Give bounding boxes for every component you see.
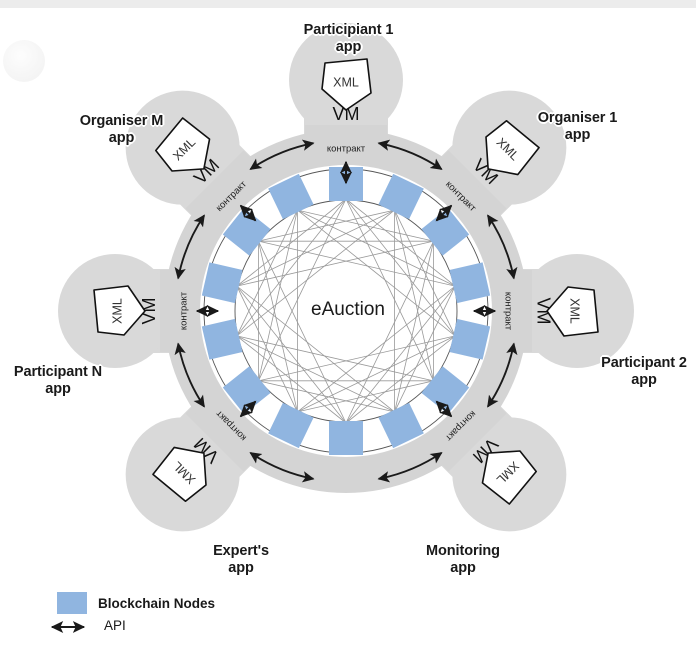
mesh-link [297, 380, 434, 413]
xml-shield-icon: XML [152, 446, 207, 503]
mesh-link [236, 335, 347, 424]
svg-text:XML: XML [110, 298, 124, 324]
mesh-link [236, 285, 395, 413]
mesh-link [297, 209, 434, 242]
pod-inner-participiant-1: контракт VM XML [321, 58, 372, 155]
mesh-link [236, 285, 298, 413]
blockchain-node[interactable] [329, 421, 363, 455]
mesh-link [258, 240, 347, 424]
decorative-circle [3, 40, 45, 82]
mesh-link [258, 380, 395, 413]
mesh-link [297, 209, 456, 337]
mesh-link [394, 241, 434, 412]
center-title: eAuction [311, 299, 385, 320]
blockchain-node[interactable] [378, 173, 424, 220]
inter-pod-api-arrow [486, 342, 518, 408]
mesh-link [258, 335, 456, 382]
legend-blockchain-nodes-label: Blockchain Nodes [98, 596, 216, 611]
mesh-link [258, 240, 456, 287]
svg-text:XML: XML [333, 75, 359, 89]
blockchain-node-group [201, 167, 491, 455]
inter-pod-api-arrow [249, 451, 315, 483]
mesh-link [236, 209, 395, 337]
mesh-link [236, 335, 395, 413]
mesh-link [258, 198, 347, 382]
legend-api-label: API [104, 618, 126, 633]
mesh-link [258, 241, 298, 412]
inter-pod-api-arrow [174, 214, 206, 280]
pod-contract-label: контракт [502, 292, 513, 331]
blockchain-node[interactable] [449, 318, 491, 360]
inter-pod-api-arrow [174, 342, 206, 408]
blockchain-node[interactable] [222, 207, 271, 256]
mesh-link [236, 240, 434, 287]
blockchain-node[interactable] [421, 366, 470, 415]
mesh-link [345, 335, 456, 424]
mesh-link [236, 209, 395, 287]
pod-connector-arrows [195, 160, 497, 418]
xml-shield-icon: XML [485, 119, 540, 176]
mesh-link [297, 209, 456, 287]
mesh-link [345, 198, 456, 337]
mesh-link [297, 335, 456, 413]
blockchain-node[interactable] [201, 262, 243, 304]
mesh-link [236, 198, 347, 287]
pod-vm-label: VM [533, 298, 553, 325]
pod-api-arrow [435, 204, 453, 222]
pod-api-arrow [239, 400, 257, 418]
pod-inner-participant-n: контракт VM XML [93, 285, 190, 336]
node-mesh-lines [236, 198, 456, 424]
mesh-link [236, 209, 298, 337]
blockchain-node[interactable] [268, 173, 314, 220]
inter-pod-api-arrow [249, 139, 315, 171]
pod-vm-label: VM [139, 298, 159, 325]
mesh-link [345, 198, 434, 382]
mesh-link [236, 285, 347, 424]
pod-api-arrow [239, 204, 257, 222]
blockchain-node[interactable] [268, 402, 314, 449]
mesh-link [236, 335, 434, 382]
blockchain-node[interactable] [222, 366, 271, 415]
inter-pod-api-arrow [486, 214, 518, 280]
blockchain-node[interactable] [378, 402, 424, 449]
pod-inner-participant-2: контракт VM XML [502, 286, 599, 337]
mesh-link [394, 285, 456, 413]
mesh-link [345, 285, 456, 424]
blockchain-node[interactable] [449, 262, 491, 304]
legend-node-swatch [57, 592, 87, 614]
pod-vm-label: VM [333, 104, 360, 124]
svg-text:XML: XML [568, 298, 582, 324]
mesh-link [394, 210, 434, 381]
xml-shield-icon: XML [154, 117, 211, 172]
xml-shield-icon: XML [321, 58, 372, 111]
mesh-link [345, 240, 434, 424]
xml-shield-icon: XML [546, 286, 599, 337]
mesh-link [394, 209, 456, 337]
inter-pod-api-arrow [377, 139, 443, 171]
pod-api-arrow [435, 400, 453, 418]
blockchain-node[interactable] [201, 318, 243, 360]
mesh-link [236, 198, 347, 337]
top-border-strip [0, 0, 696, 8]
pod-contract-label: контракт [179, 291, 190, 330]
xml-shield-icon: XML [93, 285, 146, 336]
xml-shield-icon: XML [481, 450, 538, 505]
mesh-link [297, 285, 456, 413]
inter-pod-api-arrow [377, 451, 443, 483]
blockchain-node[interactable] [421, 207, 470, 256]
mesh-link [258, 209, 395, 242]
mesh-link [258, 210, 298, 381]
api-arrow-group [174, 139, 518, 483]
mesh-link [345, 198, 456, 287]
pod-contract-label: контракт [327, 144, 366, 155]
